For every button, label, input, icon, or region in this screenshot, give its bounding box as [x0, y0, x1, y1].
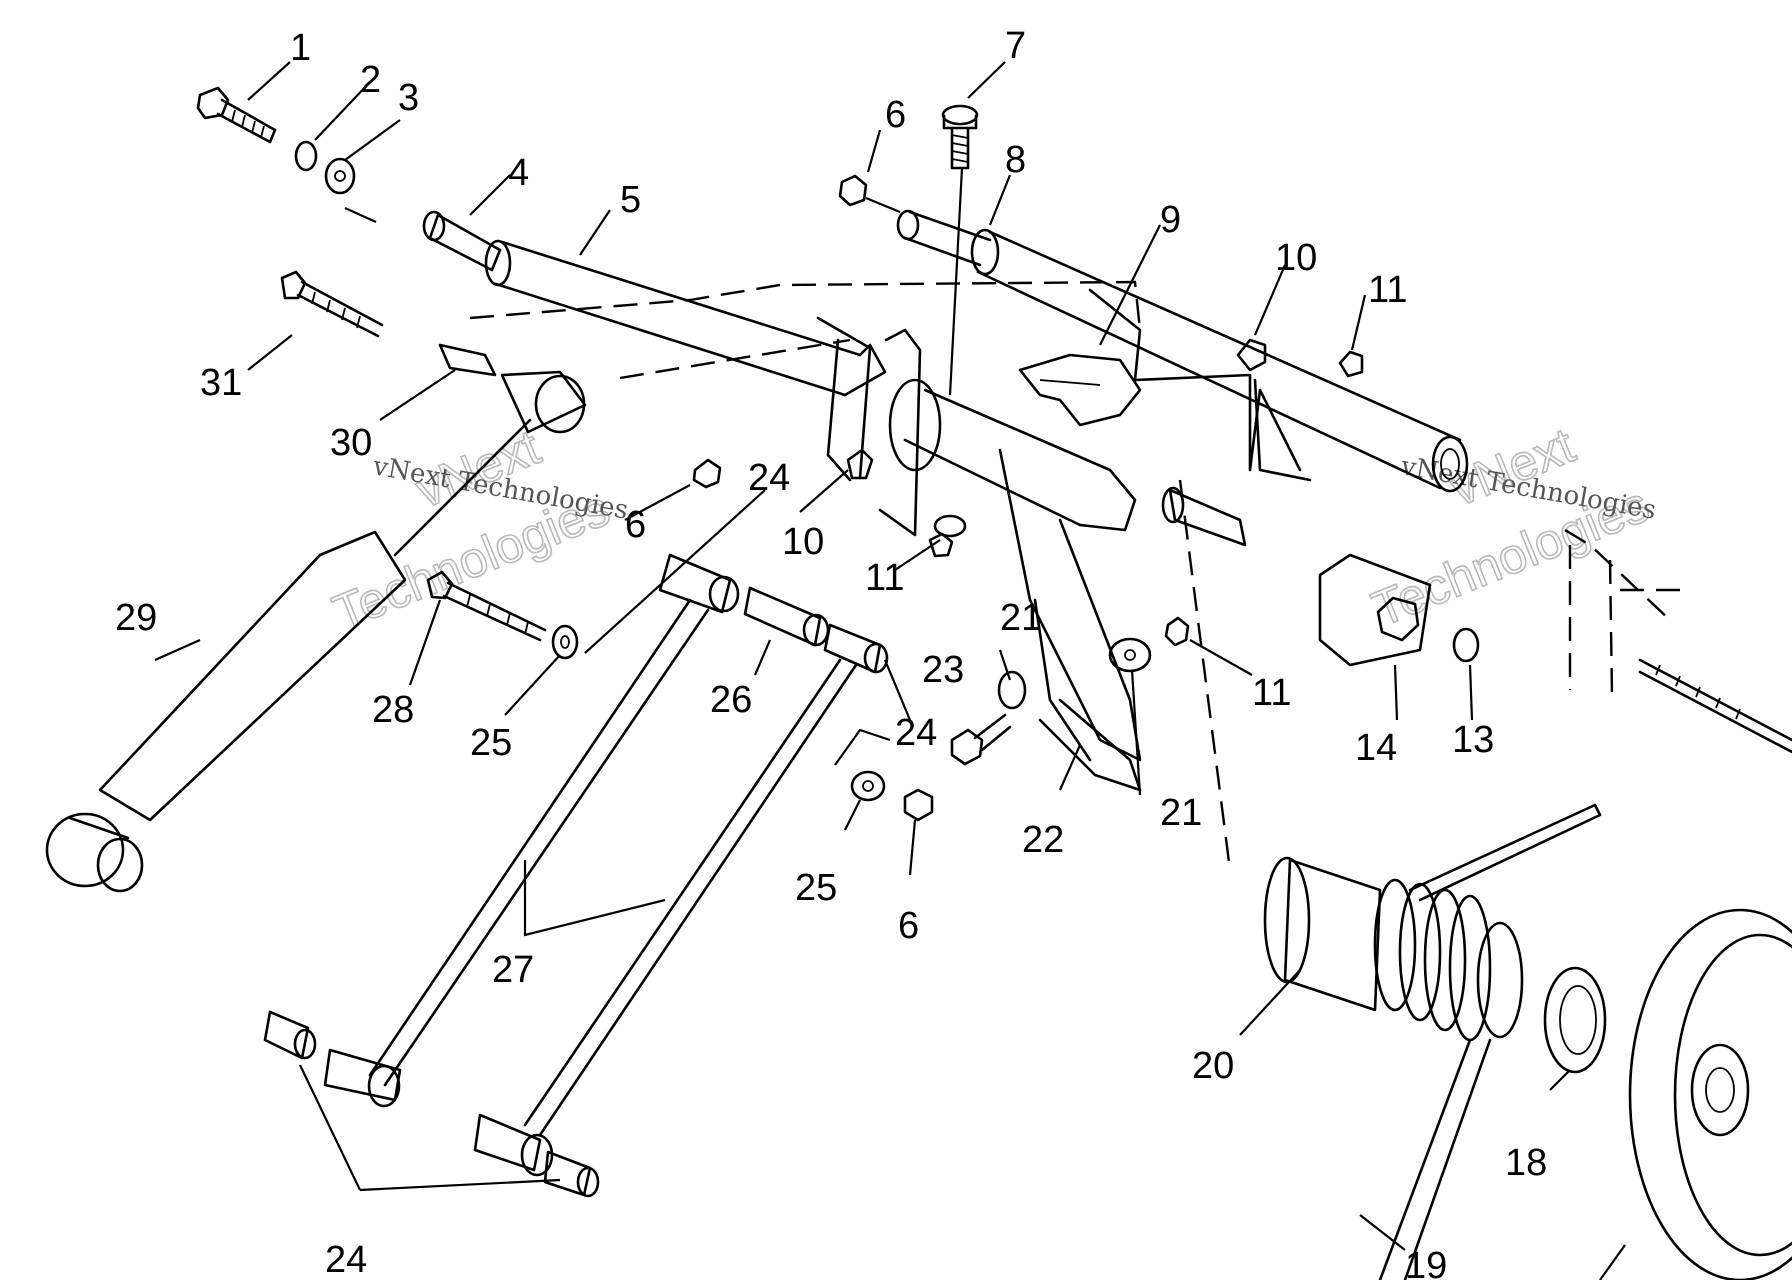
callout-6-lower: 6 — [898, 905, 919, 947]
callout-5: 5 — [620, 179, 641, 221]
callout-30: 30 — [330, 422, 372, 464]
washer-18 — [1543, 966, 1607, 1074]
bolt-28 — [426, 570, 547, 642]
callout-18: 18 — [1505, 1142, 1547, 1184]
callout-10-top: 10 — [1275, 237, 1317, 279]
callout-8: 8 — [1005, 139, 1026, 181]
callout-19: 19 — [1405, 1245, 1447, 1280]
callout-11-right: 11 — [1252, 672, 1291, 714]
shock-absorber-29 — [45, 418, 532, 893]
callout-9: 9 — [1160, 199, 1181, 241]
callouts: 1 2 3 4 5 6 7 8 9 10 11 31 30 6 24 10 11… — [115, 25, 1547, 1280]
bushings-24-bottom — [263, 1010, 600, 1198]
callout-11-top: 11 — [1368, 269, 1407, 311]
bolt-31 — [280, 270, 384, 338]
bushing-26 — [743, 586, 830, 647]
callout-1: 1 — [290, 27, 311, 69]
callout-13: 13 — [1452, 719, 1494, 761]
callout-24-mid: 24 — [895, 712, 937, 754]
nut-11-mid — [1164, 616, 1190, 647]
shock-eye-top — [500, 370, 587, 434]
bushing-30 — [438, 343, 497, 377]
washer-2 — [294, 140, 318, 172]
center-arm — [816, 316, 1142, 762]
washer-13 — [1452, 627, 1480, 663]
callout-10-mid: 10 — [782, 521, 824, 563]
nut-11-top — [1338, 350, 1364, 378]
callout-21-bottom: 21 — [1160, 792, 1202, 834]
callout-31: 31 — [200, 362, 242, 404]
callout-21-top: 21 — [1000, 597, 1042, 639]
plate-22 — [1038, 698, 1142, 792]
bolt-23 — [950, 713, 1012, 766]
washer-21b — [1108, 637, 1152, 673]
callout-24-bottom: 24 — [325, 1239, 367, 1280]
callout-6-mid: 6 — [625, 504, 646, 546]
callout-14: 14 — [1355, 727, 1397, 769]
parts-drawing — [45, 86, 1792, 1280]
washer-21a — [997, 670, 1027, 710]
spring-19 — [1373, 803, 1602, 1280]
callout-7: 7 — [1005, 25, 1026, 67]
callout-27: 27 — [492, 949, 534, 991]
callout-3: 3 — [398, 77, 419, 119]
callout-11-mid: 11 — [865, 557, 904, 599]
nut-11-mid-left — [928, 532, 954, 558]
link-27b — [473, 623, 889, 1177]
watermark-right: vNext Technologies vNext Technologies — [1364, 416, 1658, 638]
washer-25-left — [551, 624, 579, 660]
callout-20: 20 — [1192, 1045, 1234, 1087]
wheel — [1628, 908, 1792, 1280]
leader-lines — [154, 61, 1626, 1280]
callout-6-top: 6 — [885, 94, 906, 136]
stub-tube — [1168, 488, 1247, 547]
frame-dashed — [469, 280, 1142, 331]
front-shaft-4-5 — [422, 210, 887, 397]
washer-25-lower — [850, 770, 886, 802]
cap-10-top — [1236, 338, 1267, 372]
bolt-1 — [196, 86, 277, 144]
spindle-20 — [1263, 856, 1382, 1012]
callout-4: 4 — [508, 152, 529, 194]
rear-shaft-8 — [896, 209, 1469, 493]
bracket-9 — [1018, 353, 1142, 427]
callout-24-top: 24 — [748, 457, 790, 499]
cap-10-mid — [846, 448, 874, 480]
link-27a — [323, 553, 740, 1108]
bolt-7 — [941, 104, 979, 170]
nut-6-left — [692, 458, 722, 489]
callout-2: 2 — [360, 59, 381, 101]
callout-23: 23 — [922, 649, 964, 691]
callout-26: 26 — [710, 679, 752, 721]
callout-29: 29 — [115, 597, 157, 639]
frame-side — [1088, 288, 1302, 472]
nut-6-lower — [903, 788, 934, 822]
callout-25-left: 25 — [470, 722, 512, 764]
callout-22: 22 — [1022, 819, 1064, 861]
rod-right — [1638, 658, 1792, 754]
callout-25-lower: 25 — [795, 867, 837, 909]
callout-28: 28 — [372, 689, 414, 731]
washer-mid — [933, 514, 967, 538]
nut-6-top — [838, 174, 868, 207]
washer-3 — [324, 157, 356, 195]
bracket-14 — [1318, 553, 1432, 667]
